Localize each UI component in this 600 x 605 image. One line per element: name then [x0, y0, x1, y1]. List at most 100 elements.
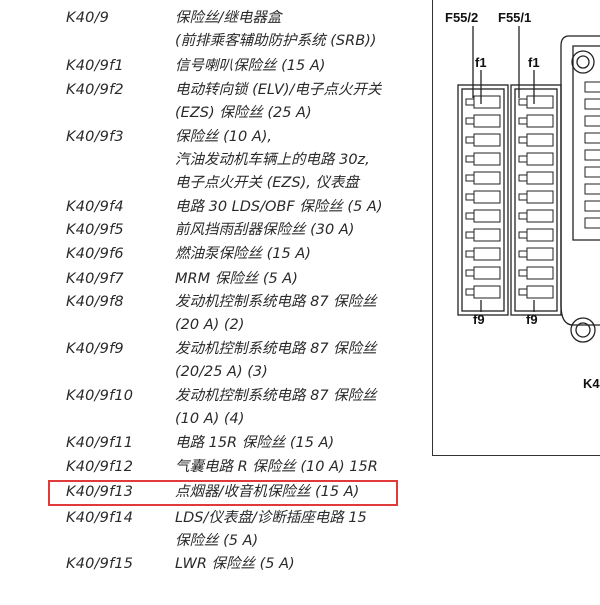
highlight-box	[48, 480, 398, 506]
description-line: 燃油泵保险丝 (15 A)	[175, 246, 311, 262]
label-f1-left: f1	[475, 55, 487, 70]
fuse-slot	[526, 190, 554, 204]
fuse-code: K40/9f3	[66, 129, 124, 145]
fuse-slot-tab	[465, 117, 475, 125]
fuse-description: 保险丝 (10 A),汽油发动机车辆上的电路 30z,电子点火开关 (EZS),…	[175, 126, 370, 195]
fuse-code: K40/9f14	[66, 510, 134, 526]
fuse-code: K40/9f1	[66, 58, 124, 74]
description-line: 保险丝 (5 A)	[175, 533, 259, 549]
fuse-slot	[526, 266, 554, 280]
fuse-slot	[473, 95, 501, 109]
fuse-slot	[473, 133, 501, 147]
description-line: MRM 保险丝 (5 A)	[175, 271, 298, 287]
fuse-slot-tab	[518, 193, 528, 201]
fuse-code: K40/9f11	[66, 435, 134, 451]
connector-pin	[584, 115, 600, 127]
description-line: 电子点火开关 (EZS), 仪表盘	[175, 175, 359, 191]
fuse-slot-tab	[465, 193, 475, 201]
fuse-slot-tab	[465, 288, 475, 296]
fuse-slot-tab	[518, 231, 528, 239]
fuse-slot-tab	[518, 117, 528, 125]
description-line: 电路 15R 保险丝 (15 A)	[175, 435, 335, 451]
description-line: 前风挡雨刮器保险丝 (30 A)	[175, 222, 355, 238]
fuse-slot	[526, 285, 554, 299]
description-line: 气囊电路 R 保险丝 (10 A) 15R	[175, 459, 378, 475]
fuse-code: K40/9f7	[66, 271, 124, 287]
label-f1-right: f1	[528, 55, 540, 70]
fuse-slot-tab	[518, 288, 528, 296]
label-k4: K4	[583, 376, 600, 391]
fuse-slot	[473, 266, 501, 280]
fuse-description: 燃油泵保险丝 (15 A)	[175, 243, 311, 266]
description-line: 发动机控制系统电路 87 保险丝	[175, 294, 377, 310]
fuse-description: 发动机控制系统电路 87 保险丝 (20 A) (2)	[175, 291, 377, 337]
label-f55-1: F55/1	[498, 10, 532, 25]
fuse-description: LDS/仪表盘/诊断插座电路 15 保险丝 (5 A)	[175, 507, 367, 553]
fuse-slot-tab	[518, 250, 528, 258]
fuse-code: K40/9f4	[66, 199, 124, 215]
fuse-slot-tab	[465, 250, 475, 258]
description-line: 保险丝 (10 A),	[175, 129, 273, 145]
description-line: 点烟器/收音机保险丝 (15 A)	[175, 484, 360, 500]
label-f9-left: f9	[473, 312, 485, 327]
fuse-slot-tab	[465, 231, 475, 239]
description-line: 发动机控制系统电路 87 保险丝	[175, 388, 377, 404]
fuse-description: 信号喇叭保险丝 (15 A)	[175, 55, 325, 78]
fuse-description: 前风挡雨刮器保险丝 (30 A)	[175, 219, 354, 242]
fuse-slot-tab	[518, 174, 528, 182]
description-line: LWR 保险丝 (5 A)	[175, 556, 295, 572]
fuse-box-drawing	[457, 26, 600, 343]
fuse-code: K40/9f10	[66, 388, 134, 404]
fuse-slot-tab	[518, 269, 528, 277]
fuse-slot-tab	[518, 212, 528, 220]
fuse-slot	[473, 209, 501, 223]
connector-pin	[584, 200, 600, 212]
fuse-slot-tab	[465, 98, 475, 106]
fuse-slot-tab	[518, 155, 528, 163]
fuse-code: K40/9f13	[66, 484, 134, 500]
fuse-slot-tab	[465, 212, 475, 220]
fuse-slot	[473, 228, 501, 242]
connector-pin	[584, 149, 600, 161]
fuse-slot	[526, 95, 554, 109]
fuse-code: K40/9	[66, 10, 110, 26]
connector-pin	[584, 81, 600, 93]
description-line: (20 A) (2)	[175, 317, 245, 333]
fuse-description: 点烟器/收音机保险丝 (15 A)	[175, 481, 359, 504]
fuse-description: 发动机控制系统电路 87 保险丝 (20/25 A) (3)	[175, 338, 377, 384]
label-f55-2: F55/2	[445, 10, 479, 25]
fuse-slot-tab	[518, 136, 528, 144]
fuse-slot	[526, 152, 554, 166]
fuse-slot	[473, 247, 501, 261]
description-line: 信号喇叭保险丝 (15 A)	[175, 58, 326, 74]
fuse-description: 电路 30 LDS/OBF 保险丝 (5 A)	[175, 196, 383, 219]
label-f9-right: f9	[526, 312, 538, 327]
fuse-code: K40/9f5	[66, 222, 124, 238]
fuse-slot	[526, 114, 554, 128]
fuse-slot	[526, 247, 554, 261]
fuse-slot	[526, 228, 554, 242]
fuse-slot-tab	[465, 136, 475, 144]
fuse-description: MRM 保险丝 (5 A)	[175, 268, 298, 291]
description-line: 电动转向锁 (ELV)/电子点火开关	[175, 82, 382, 98]
fuse-description: 电动转向锁 (ELV)/电子点火开关 (EZS) 保险丝 (25 A)	[175, 79, 381, 125]
fuse-slot-tab	[465, 174, 475, 182]
fuse-description: 电路 15R 保险丝 (15 A)	[175, 432, 334, 455]
connector-pin	[584, 183, 600, 195]
fuse-code: K40/9f6	[66, 246, 124, 262]
description-line: (EZS) 保险丝 (25 A)	[175, 105, 312, 121]
fuse-slot	[526, 209, 554, 223]
description-line: LDS/仪表盘/诊断插座电路 15	[175, 510, 367, 526]
description-line: (20/25 A) (3)	[175, 364, 268, 380]
fuse-code: K40/9f9	[66, 341, 124, 357]
fuse-code: K40/9f15	[66, 556, 134, 572]
fuse-description: 气囊电路 R 保险丝 (10 A) 15R	[175, 456, 378, 479]
fuse-slot	[526, 171, 554, 185]
fuse-description: 发动机控制系统电路 87 保险丝(10 A) (4)	[175, 385, 377, 431]
fuse-slot	[473, 285, 501, 299]
description-line: 发动机控制系统电路 87 保险丝	[175, 341, 377, 357]
connector-pin	[584, 217, 600, 229]
fuse-code: K40/9f8	[66, 294, 124, 310]
fuse-slot-tab	[518, 98, 528, 106]
fuse-slot	[473, 152, 501, 166]
